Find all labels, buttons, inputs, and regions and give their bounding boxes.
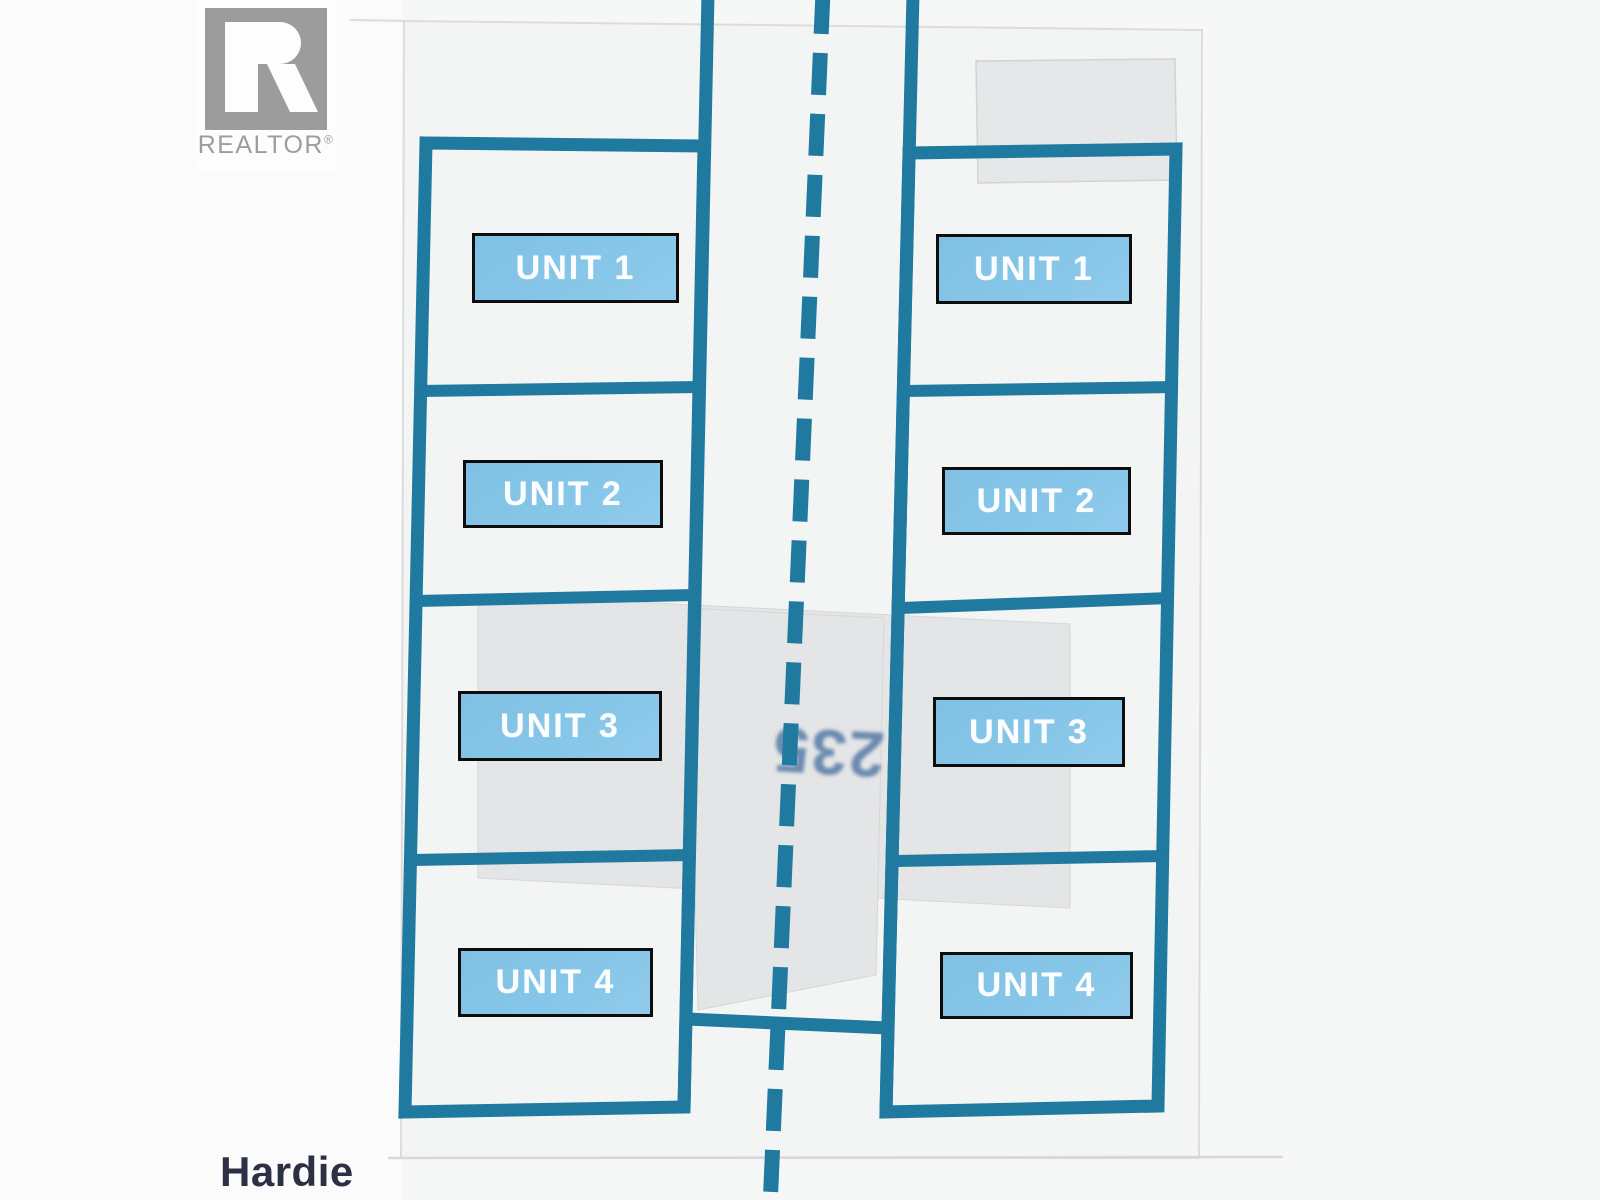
left-lot-outline (398, 136, 711, 1119)
property-line-top-extension (349, 19, 411, 22)
realtor-r-bowl (258, 22, 301, 64)
realtor-wordmark: REALTOR® (196, 131, 336, 160)
right-lot-unit-3-label: UNIT 3 (933, 697, 1125, 767)
right-lot-unit-4-label: UNIT 4 (940, 952, 1133, 1019)
right-lot-divider-unit3-unit4 (895, 850, 1167, 867)
lots-bottom-connector-line (686, 1012, 889, 1035)
realtor-r-leg (267, 64, 318, 112)
realtor-r-stem (225, 22, 258, 112)
registered-trademark-symbol: ® (323, 132, 335, 147)
left-lot-unit-2-label: UNIT 2 (463, 460, 663, 528)
realtor-logo: REALTOR® (196, 0, 336, 172)
street-name-label: Hardie (220, 1148, 354, 1195)
left-lot-unit-4-label: UNIT 4 (458, 948, 653, 1017)
right-lot-divider-unit1-unit2 (904, 381, 1175, 397)
left-lot-divider-unit3-unit4 (411, 849, 691, 866)
right-lot-unit-1-label: UNIT 1 (936, 234, 1132, 304)
right-lot-outline (879, 142, 1183, 1119)
right-lot-unit-2-label: UNIT 2 (942, 467, 1131, 535)
realtor-r-icon (225, 22, 318, 112)
right-lot-divider-unit2-unit3 (900, 592, 1171, 614)
realtor-logo-icon (205, 8, 327, 130)
dashed-center-property-split-line (762, 0, 831, 1200)
left-lot-unit-1-label: UNIT 1 (472, 233, 679, 303)
left-lot-divider-unit2-unit3 (415, 589, 696, 607)
left-lot-unit-3-label: UNIT 3 (458, 691, 662, 761)
left-lot-divider-unit1-unit2 (418, 381, 701, 397)
left-margin-background (0, 0, 402, 1200)
realtor-wordmark-text: REALTOR (197, 131, 324, 159)
property-line-bottom (387, 1155, 1284, 1160)
